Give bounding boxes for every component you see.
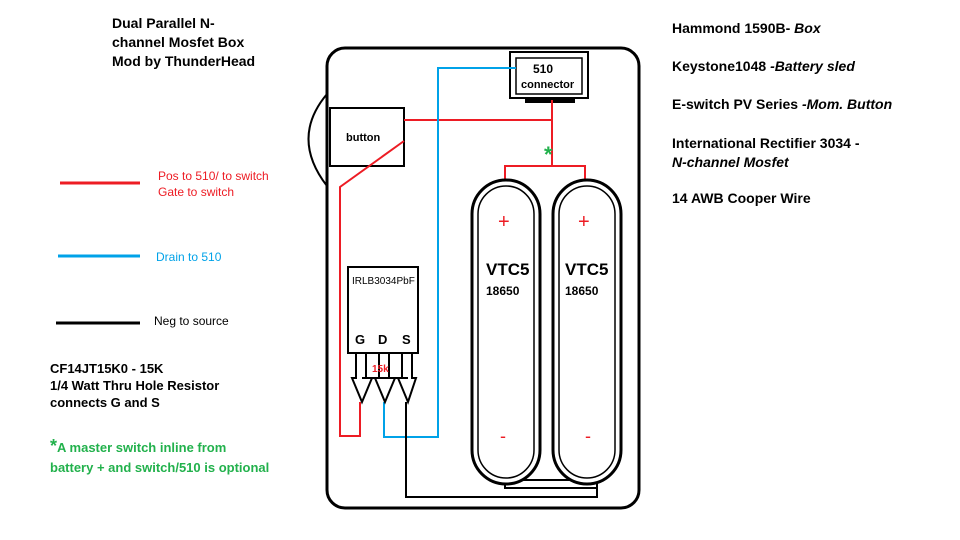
battery-2-minus: -	[585, 426, 591, 446]
master-switch-note-line-1: A master switch inline from	[57, 440, 227, 455]
legend-blue-label: Drain to 510	[156, 250, 222, 264]
battery-1-name: VTC5	[486, 260, 529, 279]
legend-black-label: Neg to source	[154, 314, 229, 328]
title-line-1: Dual Parallel N-	[112, 15, 215, 31]
part-mosfet-name: International Rectifier 3034 -	[672, 135, 860, 151]
legend-red-line-1: Pos to 510/ to switch	[158, 169, 269, 183]
connector-label-2: connector	[521, 79, 575, 91]
connector-510	[509, 51, 589, 99]
master-switch-note: *A master switch inline from battery + a…	[50, 436, 269, 478]
part-box: Hammond 1590B- Box	[672, 20, 821, 36]
resistor-label: 15k	[372, 364, 389, 375]
part-wire: 14 AWB Cooper Wire	[672, 190, 811, 206]
battery-2	[551, 178, 623, 486]
pin-s-label: S	[402, 332, 411, 347]
battery-2-plus: +	[578, 211, 590, 233]
note-star-icon: *	[50, 436, 58, 456]
part-battery-sled: Keystone1048 -Battery sled	[672, 58, 855, 74]
mosfet-body	[347, 266, 419, 354]
part-button-desc: -Mom. Button	[801, 96, 893, 112]
pin-d-label: D	[378, 332, 387, 347]
wire-drain-to-510	[383, 67, 516, 438]
resistor-note: CF14JT15K0 - 15K 1/4 Watt Thru Hole Resi…	[50, 360, 219, 411]
master-switch-note-line-2: battery + and switch/510 is optional	[50, 460, 270, 475]
diagram-title: Dual Parallel N- channel Mosfet Box Mod …	[112, 14, 302, 71]
resistor-note-line-1: CF14JT15K0 - 15K	[50, 361, 164, 376]
button-component	[329, 107, 405, 167]
resistor-note-line-3: connects G and S	[50, 395, 160, 410]
part-button: E-switch PV Series -Mom. Button	[672, 96, 892, 112]
battery-2-size: 18650	[565, 284, 599, 298]
pin-g-label: G	[355, 332, 365, 347]
wire-pos-batteries	[504, 165, 586, 182]
connector-510-inner	[515, 57, 583, 95]
battery-1-plus: +	[498, 211, 510, 233]
button-cap	[307, 93, 328, 187]
connector-label-1: 510	[533, 62, 553, 76]
wire-neg-to-source	[405, 402, 598, 498]
legend-red-label: Pos to 510/ to switch Gate to switch	[158, 168, 269, 200]
battery-1-size: 18650	[486, 284, 520, 298]
title-line-3: Mod by ThunderHead	[112, 53, 256, 69]
part-box-desc: Box	[794, 20, 821, 36]
battery-2-name: VTC5	[565, 260, 608, 279]
mosfet-label: IRLB3034PbF	[352, 276, 415, 287]
button-label: button	[346, 132, 380, 144]
resistor-note-line-2: 1/4 Watt Thru Hole Resistor	[50, 378, 220, 393]
part-mosfet: International Rectifier 3034 - N-channel …	[672, 134, 860, 172]
part-box-name: Hammond 1590B-	[672, 20, 791, 36]
part-button-name: E-switch PV Series	[672, 96, 799, 112]
connector-base	[525, 98, 575, 103]
junction-star-icon: *	[544, 142, 553, 167]
enclosure-box	[325, 46, 641, 510]
title-line-2: channel Mosfet Box	[112, 34, 245, 50]
part-battery-sled-name: Keystone1048	[672, 58, 767, 74]
battery-1-minus: -	[500, 426, 506, 446]
legend-red-line-2: Gate to switch	[158, 185, 235, 199]
part-battery-sled-desc: -Battery sled	[770, 58, 855, 74]
battery-1	[470, 178, 542, 486]
wire-gate-to-switch	[339, 140, 405, 437]
part-mosfet-desc: N-channel Mosfet	[672, 154, 789, 170]
part-wire-name: 14 AWB Cooper Wire	[672, 190, 811, 206]
